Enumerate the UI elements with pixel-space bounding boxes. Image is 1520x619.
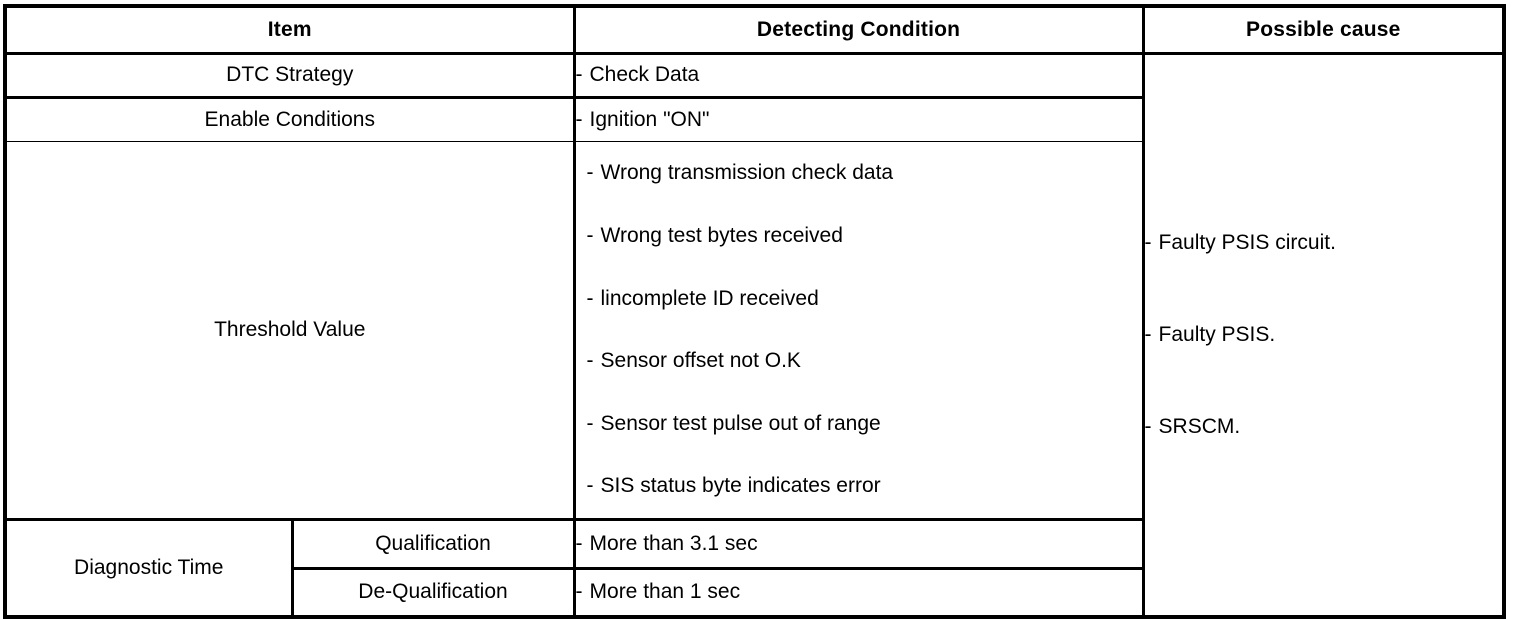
de-qualification-condition-text: More than 1 sec	[589, 580, 741, 604]
cell-possible-cause-list: -Faulty PSIS circuit. -Faulty PSIS. -SRS…	[1141, 53, 1505, 618]
table-row-enable-conditions: Enable Conditions -Ignition "ON"	[4, 96, 1504, 142]
bullet-marker: -	[586, 223, 594, 247]
row-label-diagnostic-time: Diagnostic Time	[4, 518, 293, 618]
bullet-marker: -	[575, 531, 583, 555]
bullet-marker: -	[586, 411, 594, 435]
threshold-condition-item: -Sensor test pulse out of range	[587, 411, 1142, 437]
possible-cause-text: Faulty PSIS circuit.	[1158, 230, 1336, 254]
row-label-qualification: Qualification	[290, 518, 575, 569]
bullet-marker: -	[1144, 322, 1152, 346]
threshold-condition-list: -Wrong transmission check data -Wrong te…	[576, 142, 1142, 518]
cell-de-qualification-condition: -More than 1 sec	[572, 566, 1144, 618]
bullet-marker: -	[1144, 230, 1152, 254]
bullet-marker: -	[575, 107, 583, 131]
column-header-detecting-condition: Detecting Condition	[572, 5, 1144, 55]
cell-threshold-value-conditions: -Wrong transmission check data -Wrong te…	[572, 141, 1144, 520]
threshold-condition-text: Sensor offset not O.K	[600, 349, 801, 373]
threshold-condition-item: -Wrong transmission check data	[587, 160, 1142, 186]
threshold-condition-text: SIS status byte indicates error	[600, 474, 881, 498]
threshold-condition-item: -Wrong test bytes received	[587, 223, 1142, 249]
table-row-de-qualification: De-Qualification -More than 1 sec	[5, 566, 1504, 618]
row-label-de-qualification: De-Qualification	[290, 566, 575, 618]
threshold-condition-text: Sensor test pulse out of range	[600, 411, 881, 435]
possible-cause-item: -Faulty PSIS circuit.	[1145, 230, 1503, 256]
bullet-marker: -	[575, 63, 583, 87]
threshold-condition-text: lincomplete ID received	[600, 286, 819, 310]
cell-qualification-condition: -More than 3.1 sec	[572, 518, 1144, 569]
dtc-strategy-condition-text: Check Data	[589, 63, 700, 87]
table-row-threshold-value: Threshold Value -Wrong transmission chec…	[4, 141, 1504, 520]
column-header-item: Item	[4, 5, 575, 55]
table-row-dtc-strategy: DTC Strategy -Check Data -Faulty PSIS ci…	[4, 53, 1505, 618]
threshold-condition-item: -lincomplete ID received	[587, 286, 1142, 312]
threshold-condition-text: Wrong transmission check data	[600, 161, 894, 185]
row-label-enable-conditions: Enable Conditions	[4, 96, 575, 142]
bullet-marker: -	[586, 349, 594, 373]
threshold-condition-item: -SIS status byte indicates error	[587, 473, 1142, 499]
possible-cause-item: -SRSCM.	[1145, 414, 1503, 440]
possible-cause-text: SRSCM.	[1158, 415, 1241, 439]
row-label-dtc-strategy: DTC Strategy	[4, 53, 575, 98]
enable-conditions-condition-text: Ignition "ON"	[589, 107, 710, 131]
threshold-condition-item: -Sensor offset not O.K	[587, 348, 1142, 374]
threshold-condition-text: Wrong test bytes received	[600, 223, 843, 247]
table-row-qualification: Diagnostic Time Qualification -More than…	[4, 518, 1504, 618]
bullet-marker: -	[575, 580, 583, 604]
possible-cause-item: -Faulty PSIS.	[1145, 322, 1503, 348]
row-label-threshold-value: Threshold Value	[4, 141, 575, 520]
qualification-condition-text: More than 3.1 sec	[589, 531, 758, 555]
possible-cause-list: -Faulty PSIS circuit. -Faulty PSIS. -SRS…	[1145, 230, 1503, 441]
cell-enable-conditions-condition: -Ignition "ON"	[572, 96, 1144, 142]
table-header-row: Item Detecting Condition Possible cause	[4, 5, 1505, 55]
dtc-table: Item Detecting Condition Possible cause …	[3, 4, 1507, 619]
cell-dtc-strategy-condition: -Check Data	[572, 53, 1144, 98]
bullet-marker: -	[586, 161, 594, 185]
column-header-possible-cause: Possible cause	[1141, 5, 1505, 55]
bullet-marker: -	[586, 286, 594, 310]
possible-cause-text: Faulty PSIS.	[1158, 322, 1276, 346]
bullet-marker: -	[586, 474, 594, 498]
bullet-marker: -	[1144, 415, 1152, 439]
